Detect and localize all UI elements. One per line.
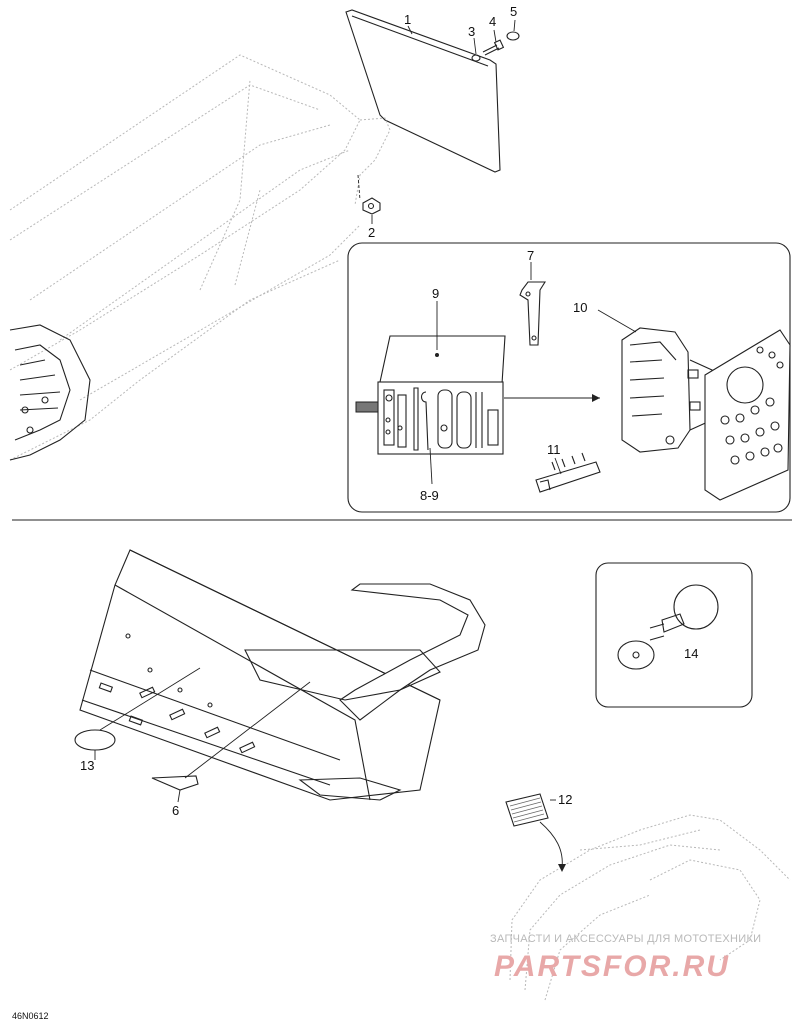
part-6-wedge	[151, 775, 199, 791]
part-10-tool-holder	[621, 327, 713, 453]
rear-frame-structure	[9, 324, 91, 461]
part-14-knob	[617, 584, 719, 670]
callout-12: 12	[558, 792, 572, 807]
part-2-nut	[357, 174, 381, 215]
part-14-frame	[595, 562, 753, 708]
part-1-snowflap	[345, 9, 501, 173]
mud-flap-bracket	[354, 117, 391, 206]
part-9-tool-kit-bag	[355, 335, 506, 455]
callout-11: 11	[547, 442, 561, 457]
diagram-code: 46N0612	[12, 1011, 49, 1021]
mounting-plate	[704, 329, 791, 501]
part-13-pad	[74, 729, 116, 751]
part-3-washer	[471, 54, 481, 62]
part-12-grille-decal	[505, 793, 549, 827]
belly-pan	[79, 549, 441, 801]
watermark-logo: PARTSFOR.RU	[494, 950, 730, 983]
hood-outline	[509, 814, 791, 1001]
watermark-text: ЗАПЧАСТИ И АКСЕССУАРЫ ДЛЯ МОТОТЕХНИКИ	[490, 933, 761, 945]
part-4-bolt	[482, 39, 505, 56]
part-7-wrench	[519, 281, 546, 346]
callout-13: 13	[80, 758, 94, 773]
callout-14: 14	[684, 646, 698, 661]
callout-7: 7	[527, 248, 534, 263]
callout-4: 4	[489, 14, 496, 29]
callout-9: 9	[432, 286, 439, 301]
callout-6: 6	[172, 803, 179, 818]
callout-5: 5	[510, 4, 517, 19]
front-ski-guard	[244, 583, 486, 801]
part-11-strap	[535, 452, 601, 493]
tunnel-outline	[9, 54, 361, 461]
callout-10: 10	[573, 300, 587, 315]
callout-1: 1	[404, 12, 411, 27]
callout-3: 3	[468, 24, 475, 39]
callout-2: 2	[368, 225, 375, 240]
part-5-ring	[506, 31, 520, 41]
callout-8-9: 8-9	[420, 488, 439, 503]
